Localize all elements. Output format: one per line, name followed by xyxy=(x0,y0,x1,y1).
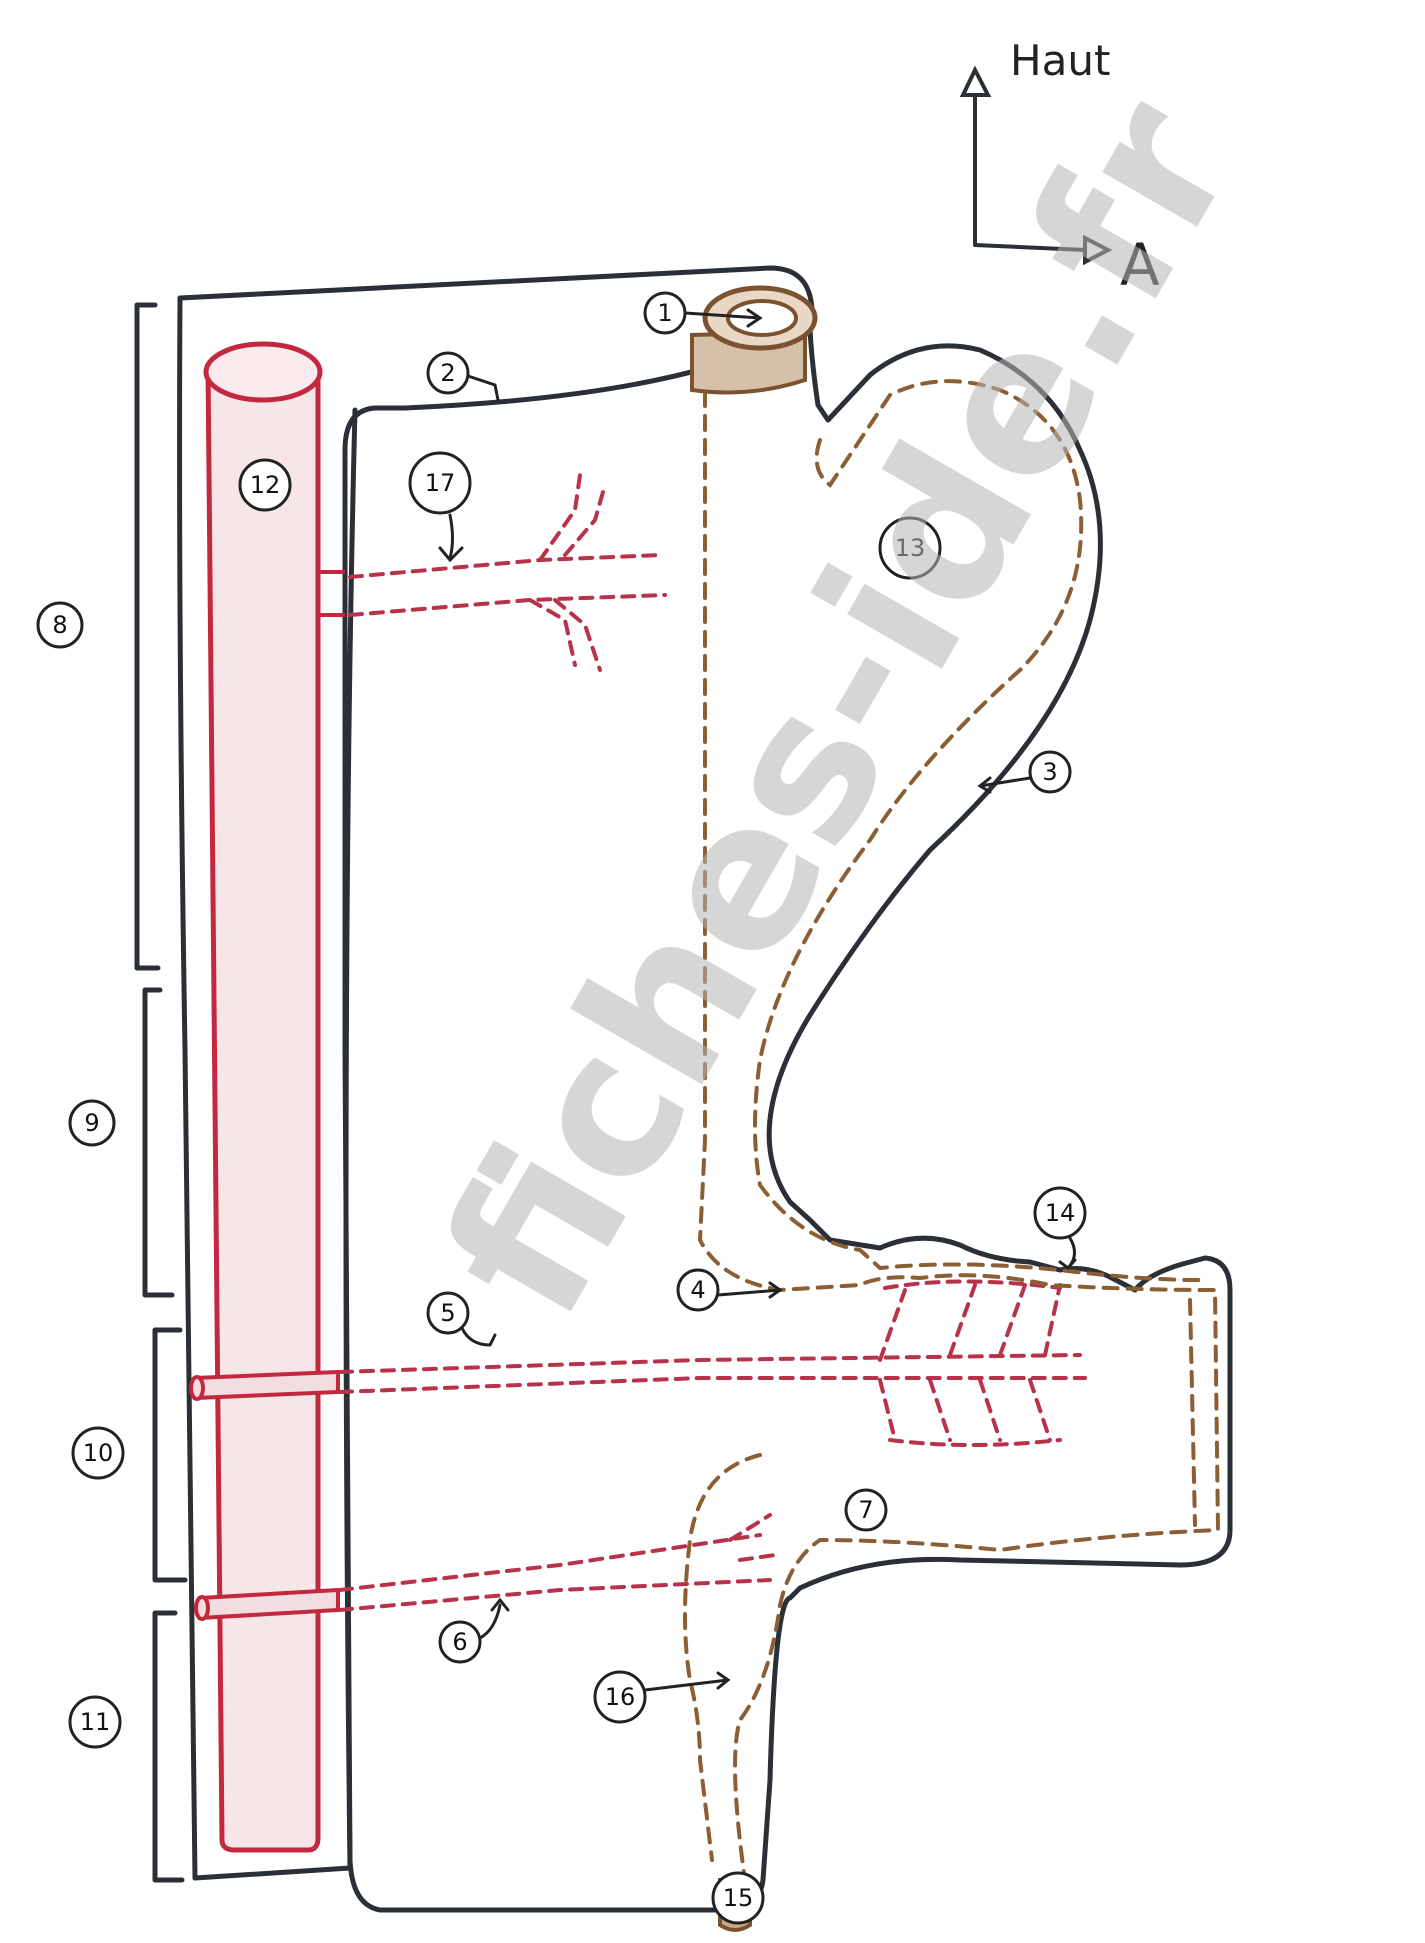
branch-17-fork-c xyxy=(528,598,577,667)
bracket-10 xyxy=(152,1327,188,1583)
label-10: 10 xyxy=(83,1439,114,1467)
branch-5-fork-4 xyxy=(1043,1283,1062,1357)
branch-17-fork-d xyxy=(553,598,602,672)
vessel-12 xyxy=(203,341,323,1853)
label-13: 13 xyxy=(895,534,926,562)
up-arrowhead xyxy=(959,65,992,97)
branch-17-lower xyxy=(348,593,667,617)
label-2-circle xyxy=(426,351,470,395)
branch-5-arcade-bottom xyxy=(888,1438,1062,1447)
label-10-circle xyxy=(71,1426,125,1480)
region-brackets xyxy=(134,302,188,1883)
label-6: 6 xyxy=(452,1628,467,1656)
branch-5-stub xyxy=(193,1369,340,1401)
branch-17-upper xyxy=(348,553,662,579)
bracket-9 xyxy=(142,987,175,1298)
label-8-circle xyxy=(36,601,84,649)
label-3-arrow xyxy=(977,776,1032,794)
main-body-outline xyxy=(342,322,1233,1913)
vessel-12-body xyxy=(205,365,321,1853)
label-5-arrow xyxy=(460,1326,497,1347)
label-12-circle xyxy=(238,458,292,512)
orientation-indicator: Haut A xyxy=(959,36,1160,299)
branch-17-fork-a xyxy=(538,473,582,562)
arterial-dashed-branches xyxy=(338,473,1087,1612)
orientation-axes xyxy=(973,93,1087,252)
label-16: 16 xyxy=(605,1683,636,1711)
label-4-arrow xyxy=(716,1281,783,1299)
label-14-circle xyxy=(1033,1186,1087,1240)
branch-5-fork-3 xyxy=(998,1283,1027,1357)
label-16-circle xyxy=(593,1670,647,1724)
label-17-arrow xyxy=(438,513,464,563)
label-6-arrow xyxy=(478,1597,510,1640)
branch-17-fork-b xyxy=(563,483,607,557)
anterior-arrowhead xyxy=(1083,234,1113,266)
label-14: 14 xyxy=(1045,1199,1076,1227)
label-1: 1 xyxy=(657,299,672,327)
posterior-column-base xyxy=(192,1865,353,1881)
label-15-circle xyxy=(711,1871,765,1925)
label-1-arrow xyxy=(683,308,763,328)
label-17: 17 xyxy=(425,469,456,497)
duct-outer-line xyxy=(753,379,1202,1282)
label-11-circle xyxy=(68,1695,122,1749)
label-4: 4 xyxy=(690,1276,705,1304)
branch-5-opening xyxy=(189,1375,205,1401)
label-9: 9 xyxy=(84,1109,99,1137)
label-3-circle xyxy=(1028,750,1072,794)
label-4-circle xyxy=(676,1268,720,1312)
up-label: Haut xyxy=(1010,36,1110,85)
label-6-circle xyxy=(438,1620,482,1664)
branch-5-arcade-top xyxy=(883,1279,1062,1290)
label-16-arrow xyxy=(643,1671,731,1692)
branch-6-upper xyxy=(338,1533,762,1592)
label-2-arrow xyxy=(466,374,500,402)
label-5: 5 xyxy=(440,1299,455,1327)
label-9-circle xyxy=(68,1099,116,1147)
callouts: 1 2 3 4 5 6 7 8 9 10 11 xyxy=(36,291,1087,1925)
label-11: 11 xyxy=(80,1708,111,1736)
label-12: 12 xyxy=(250,471,281,499)
label-8: 8 xyxy=(52,611,67,639)
branch-6-fork-a xyxy=(728,1513,772,1542)
branch-5-fork-2 xyxy=(948,1283,977,1357)
branch-5-fork-5 xyxy=(878,1378,897,1442)
label-17-circle xyxy=(408,451,472,515)
branch-5-upper xyxy=(338,1353,1082,1374)
bracket-11 xyxy=(152,1610,185,1883)
branch-6-fork-b xyxy=(738,1553,777,1562)
branch-5-lower xyxy=(338,1376,1087,1394)
label-13-circle xyxy=(878,516,942,580)
branch-5-fork-8 xyxy=(1028,1378,1052,1442)
label-3: 3 xyxy=(1042,758,1057,786)
branch-6-lower xyxy=(338,1578,772,1612)
label-7-circle xyxy=(844,1488,888,1532)
duct-inner-line xyxy=(697,390,1221,1882)
label-7: 7 xyxy=(858,1496,873,1524)
branch-5-fork-7 xyxy=(978,1378,1002,1442)
bracket-8 xyxy=(134,302,161,971)
label-15: 15 xyxy=(723,1884,754,1912)
vessel-12-top-opening xyxy=(203,341,323,403)
label-5-circle xyxy=(426,1291,470,1335)
duct-lower-loop xyxy=(683,1298,1197,1862)
watermark: fiches-ide.fr xyxy=(400,63,1280,1354)
label-14-arrow xyxy=(1058,1236,1077,1271)
branch-6-opening xyxy=(194,1595,210,1621)
branch-17-stub xyxy=(318,570,345,617)
branch-5-fork-6 xyxy=(928,1378,952,1442)
label-2: 2 xyxy=(440,359,455,387)
branch-5-fork-1 xyxy=(878,1288,907,1362)
posterior-column-left-edge xyxy=(177,295,198,1881)
anterior-label: A xyxy=(1120,231,1160,299)
